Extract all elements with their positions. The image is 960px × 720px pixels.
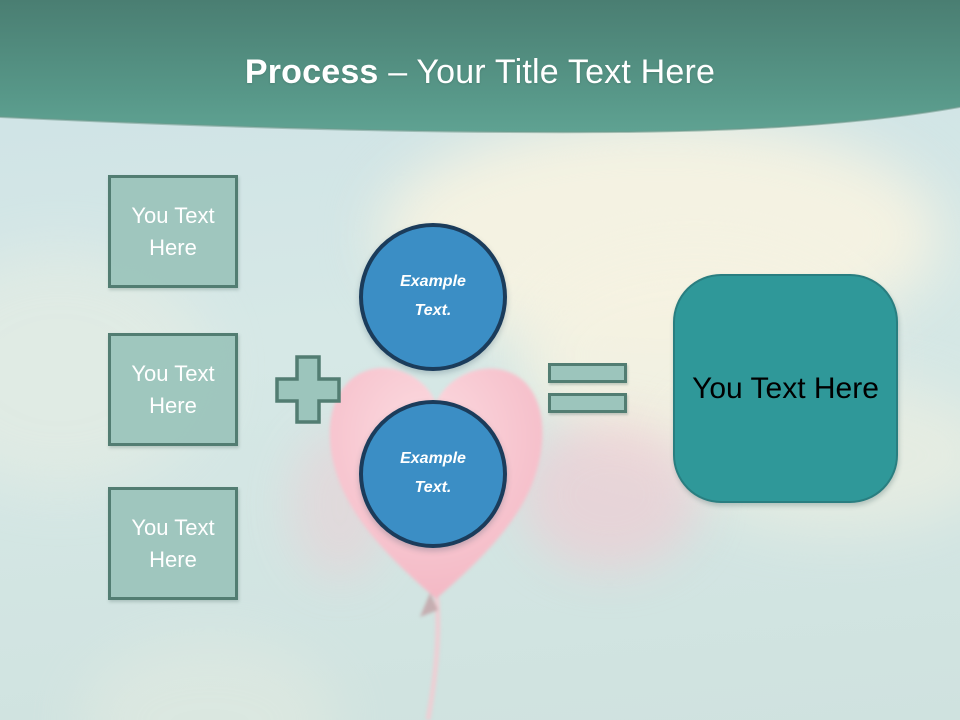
slide-title-bold: Process bbox=[244, 53, 379, 91]
example-circle-1-label: Example Text. bbox=[400, 273, 466, 319]
equals-sign-bottom-bar bbox=[548, 393, 627, 413]
equals-sign-top-bar bbox=[548, 363, 627, 383]
plus-sign-icon bbox=[275, 355, 341, 424]
example-circle-2: Example Text. bbox=[359, 400, 507, 548]
result-box: You Text Here bbox=[673, 274, 898, 503]
slide-title: Process – Your Title Text Here bbox=[0, 52, 960, 92]
input-box-2: You Text Here bbox=[108, 333, 238, 446]
balloon-knot bbox=[420, 593, 438, 617]
input-box-3: You Text Here bbox=[108, 487, 238, 600]
input-box-2-label: You Text Here bbox=[131, 360, 215, 418]
result-box-label: You Text Here bbox=[692, 371, 879, 405]
input-box-1: You Text Here bbox=[108, 175, 238, 288]
balloon-string bbox=[425, 597, 441, 720]
example-circle-1: Example Text. bbox=[359, 223, 507, 371]
input-box-3-label: You Text Here bbox=[131, 514, 215, 572]
pink-glow bbox=[520, 420, 700, 570]
input-box-1-label: You Text Here bbox=[131, 202, 215, 260]
header-band bbox=[0, 0, 960, 134]
slide-title-rest: – Your Title Text Here bbox=[378, 53, 716, 91]
example-circle-2-label: Example Text. bbox=[400, 450, 466, 496]
